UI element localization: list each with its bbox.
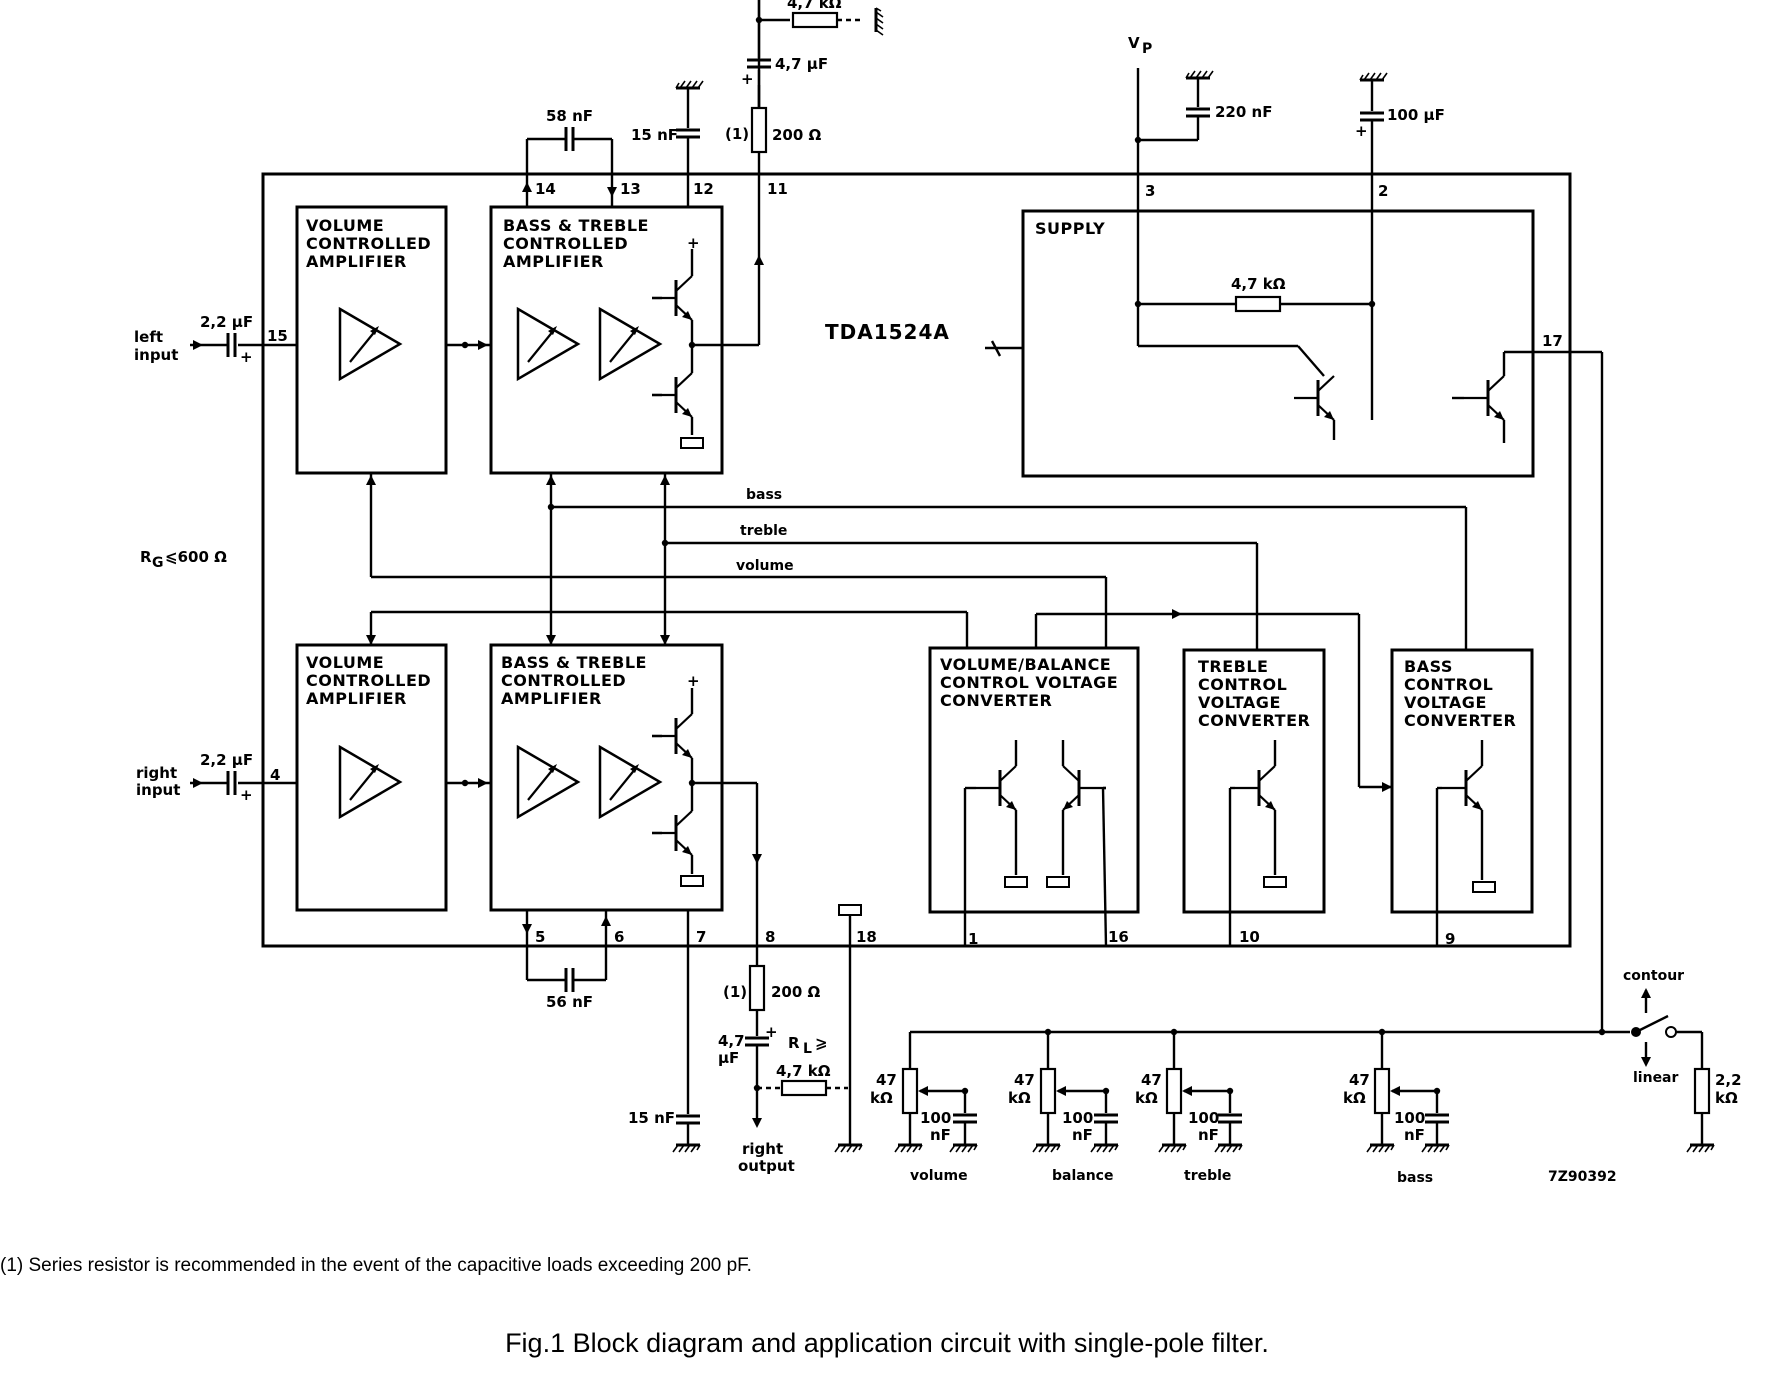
supply-label: SUPPLY	[1035, 219, 1105, 238]
svg-text:4,7 kΩ: 4,7 kΩ	[787, 0, 842, 12]
svg-text:13: 13	[620, 180, 641, 198]
svg-text:4: 4	[270, 766, 280, 784]
svg-text:2,2kΩ: 2,2kΩ	[1715, 1071, 1742, 1107]
svg-text:G: G	[152, 555, 164, 571]
svg-text:16: 16	[1108, 928, 1129, 946]
svg-text:treble: treble	[740, 523, 787, 539]
svg-text:linear: linear	[1633, 1070, 1679, 1086]
svg-text:V: V	[1128, 34, 1140, 52]
bass-treble-amp-top-label: BASS & TREBLE CONTROLLED AMPLIFIER	[503, 216, 655, 271]
bass-converter	[1390, 648, 1534, 914]
svg-text:L: L	[803, 1041, 812, 1057]
svg-text:1: 1	[968, 930, 978, 948]
volume-balance-converter-label: VOLUME/BALANCE CONTROL VOLTAGE CONVERTER	[940, 655, 1124, 710]
svg-text:56 nF: 56 nF	[546, 993, 593, 1011]
svg-text:2,2 µF: 2,2 µF	[200, 313, 253, 331]
supply-block	[1021, 209, 1535, 478]
pin-numbers: 1 2 3 4 5 6 7 8 9 10 11 12 13 14 15 16 1…	[267, 180, 1563, 948]
svg-text:(1): (1)	[725, 125, 749, 143]
svg-text:10: 10	[1239, 928, 1260, 946]
svg-text:bass: bass	[1397, 1170, 1433, 1186]
svg-text:18: 18	[856, 928, 877, 946]
svg-text:220 nF: 220 nF	[1215, 103, 1272, 121]
svg-text:volume: volume	[910, 1168, 968, 1184]
svg-text:200 Ω: 200 Ω	[772, 126, 822, 144]
svg-text:2: 2	[1378, 182, 1388, 200]
svg-text:3: 3	[1145, 182, 1155, 200]
svg-text:(1): (1)	[723, 983, 747, 1001]
svg-text:⩾: ⩾	[815, 1034, 828, 1052]
svg-text:balance: balance	[1052, 1168, 1113, 1184]
svg-text:volume: volume	[736, 558, 794, 574]
svg-text:9: 9	[1445, 930, 1455, 948]
volume-amp-top-label: VOLUME CONTROLLED AMPLIFIER	[306, 216, 437, 271]
svg-text:P: P	[1142, 41, 1152, 57]
bass-converter-label: BASS CONTROL VOLTAGE CONVERTER	[1404, 657, 1516, 730]
svg-text:+: +	[240, 786, 253, 804]
svg-text:12: 12	[693, 180, 714, 198]
svg-text:17: 17	[1542, 332, 1563, 350]
ic-outline	[261, 172, 1572, 948]
svg-text:bass: bass	[746, 487, 782, 503]
svg-text:4,7µF: 4,7µF	[718, 1032, 745, 1067]
svg-text:+: +	[741, 70, 754, 88]
figure-code: 7Z90392	[1548, 1169, 1617, 1185]
svg-text:4,7 kΩ: 4,7 kΩ	[776, 1062, 831, 1080]
svg-text:100 µF: 100 µF	[1387, 106, 1445, 124]
svg-text:⩽600 Ω: ⩽600 Ω	[165, 548, 227, 566]
svg-text:15 nF: 15 nF	[628, 1109, 675, 1127]
svg-text:200 Ω: 200 Ω	[771, 983, 821, 1001]
svg-text:11: 11	[767, 180, 788, 198]
svg-text:R: R	[788, 1034, 800, 1052]
svg-text:4,7 kΩ: 4,7 kΩ	[1231, 275, 1286, 293]
svg-text:7: 7	[696, 928, 706, 946]
svg-text:+: +	[765, 1023, 778, 1041]
svg-text:+: +	[687, 672, 700, 690]
svg-text:14: 14	[535, 180, 556, 198]
svg-text:+: +	[240, 348, 253, 366]
ic-name: TDA1524A	[825, 320, 950, 344]
svg-text:2,2 µF: 2,2 µF	[200, 751, 253, 769]
treble-converter	[1182, 648, 1326, 914]
svg-text:6: 6	[614, 928, 624, 946]
volume-amp-bottom-label: VOLUME CONTROLLED AMPLIFIER	[306, 653, 437, 708]
footnote: (1) Series resistor is recommended in th…	[0, 1255, 752, 1276]
contour-switch	[1635, 1014, 1669, 1034]
svg-text:+: +	[687, 234, 700, 252]
svg-text:15: 15	[267, 327, 288, 345]
treble-converter-label: TREBLE CONTROL VOLTAGE CONVERTER	[1198, 657, 1310, 730]
svg-text:4,7 µF: 4,7 µF	[775, 55, 828, 73]
svg-text:5: 5	[535, 928, 545, 946]
figure-caption: Fig.1 Block diagram and application circ…	[505, 1328, 1269, 1358]
svg-text:8: 8	[765, 928, 775, 946]
svg-text:15 nF: 15 nF	[631, 126, 678, 144]
bass-treble-amp-bottom-label: BASS & TREBLE CONTROLLED AMPLIFIER	[501, 653, 653, 708]
svg-text:contour: contour	[1623, 968, 1684, 984]
svg-text:58 nF: 58 nF	[546, 107, 593, 125]
svg-text:treble: treble	[1184, 1168, 1231, 1184]
svg-text:+: +	[1355, 122, 1368, 140]
svg-text:R: R	[140, 548, 152, 566]
